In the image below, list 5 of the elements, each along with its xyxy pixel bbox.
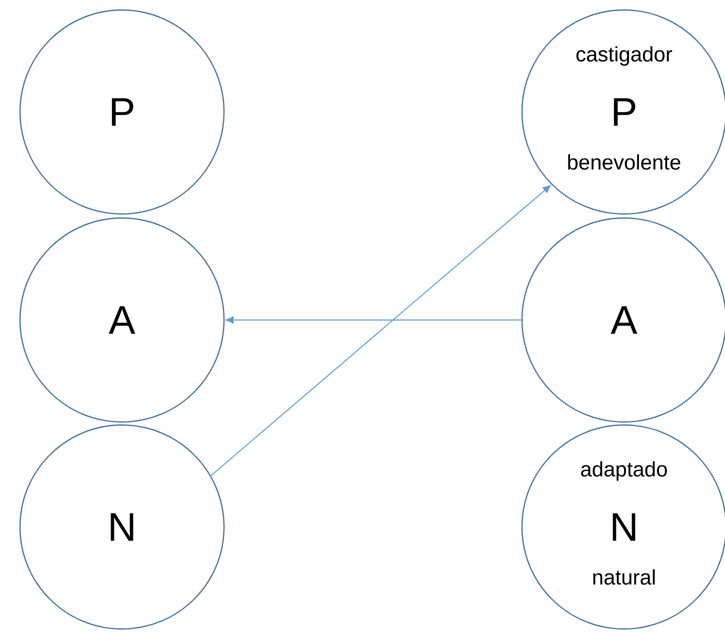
circle-node: P (19, 9, 225, 215)
circle-node: N (19, 424, 225, 630)
arrow (210, 185, 551, 476)
circle-node: A (19, 217, 225, 423)
arrow (226, 316, 522, 324)
